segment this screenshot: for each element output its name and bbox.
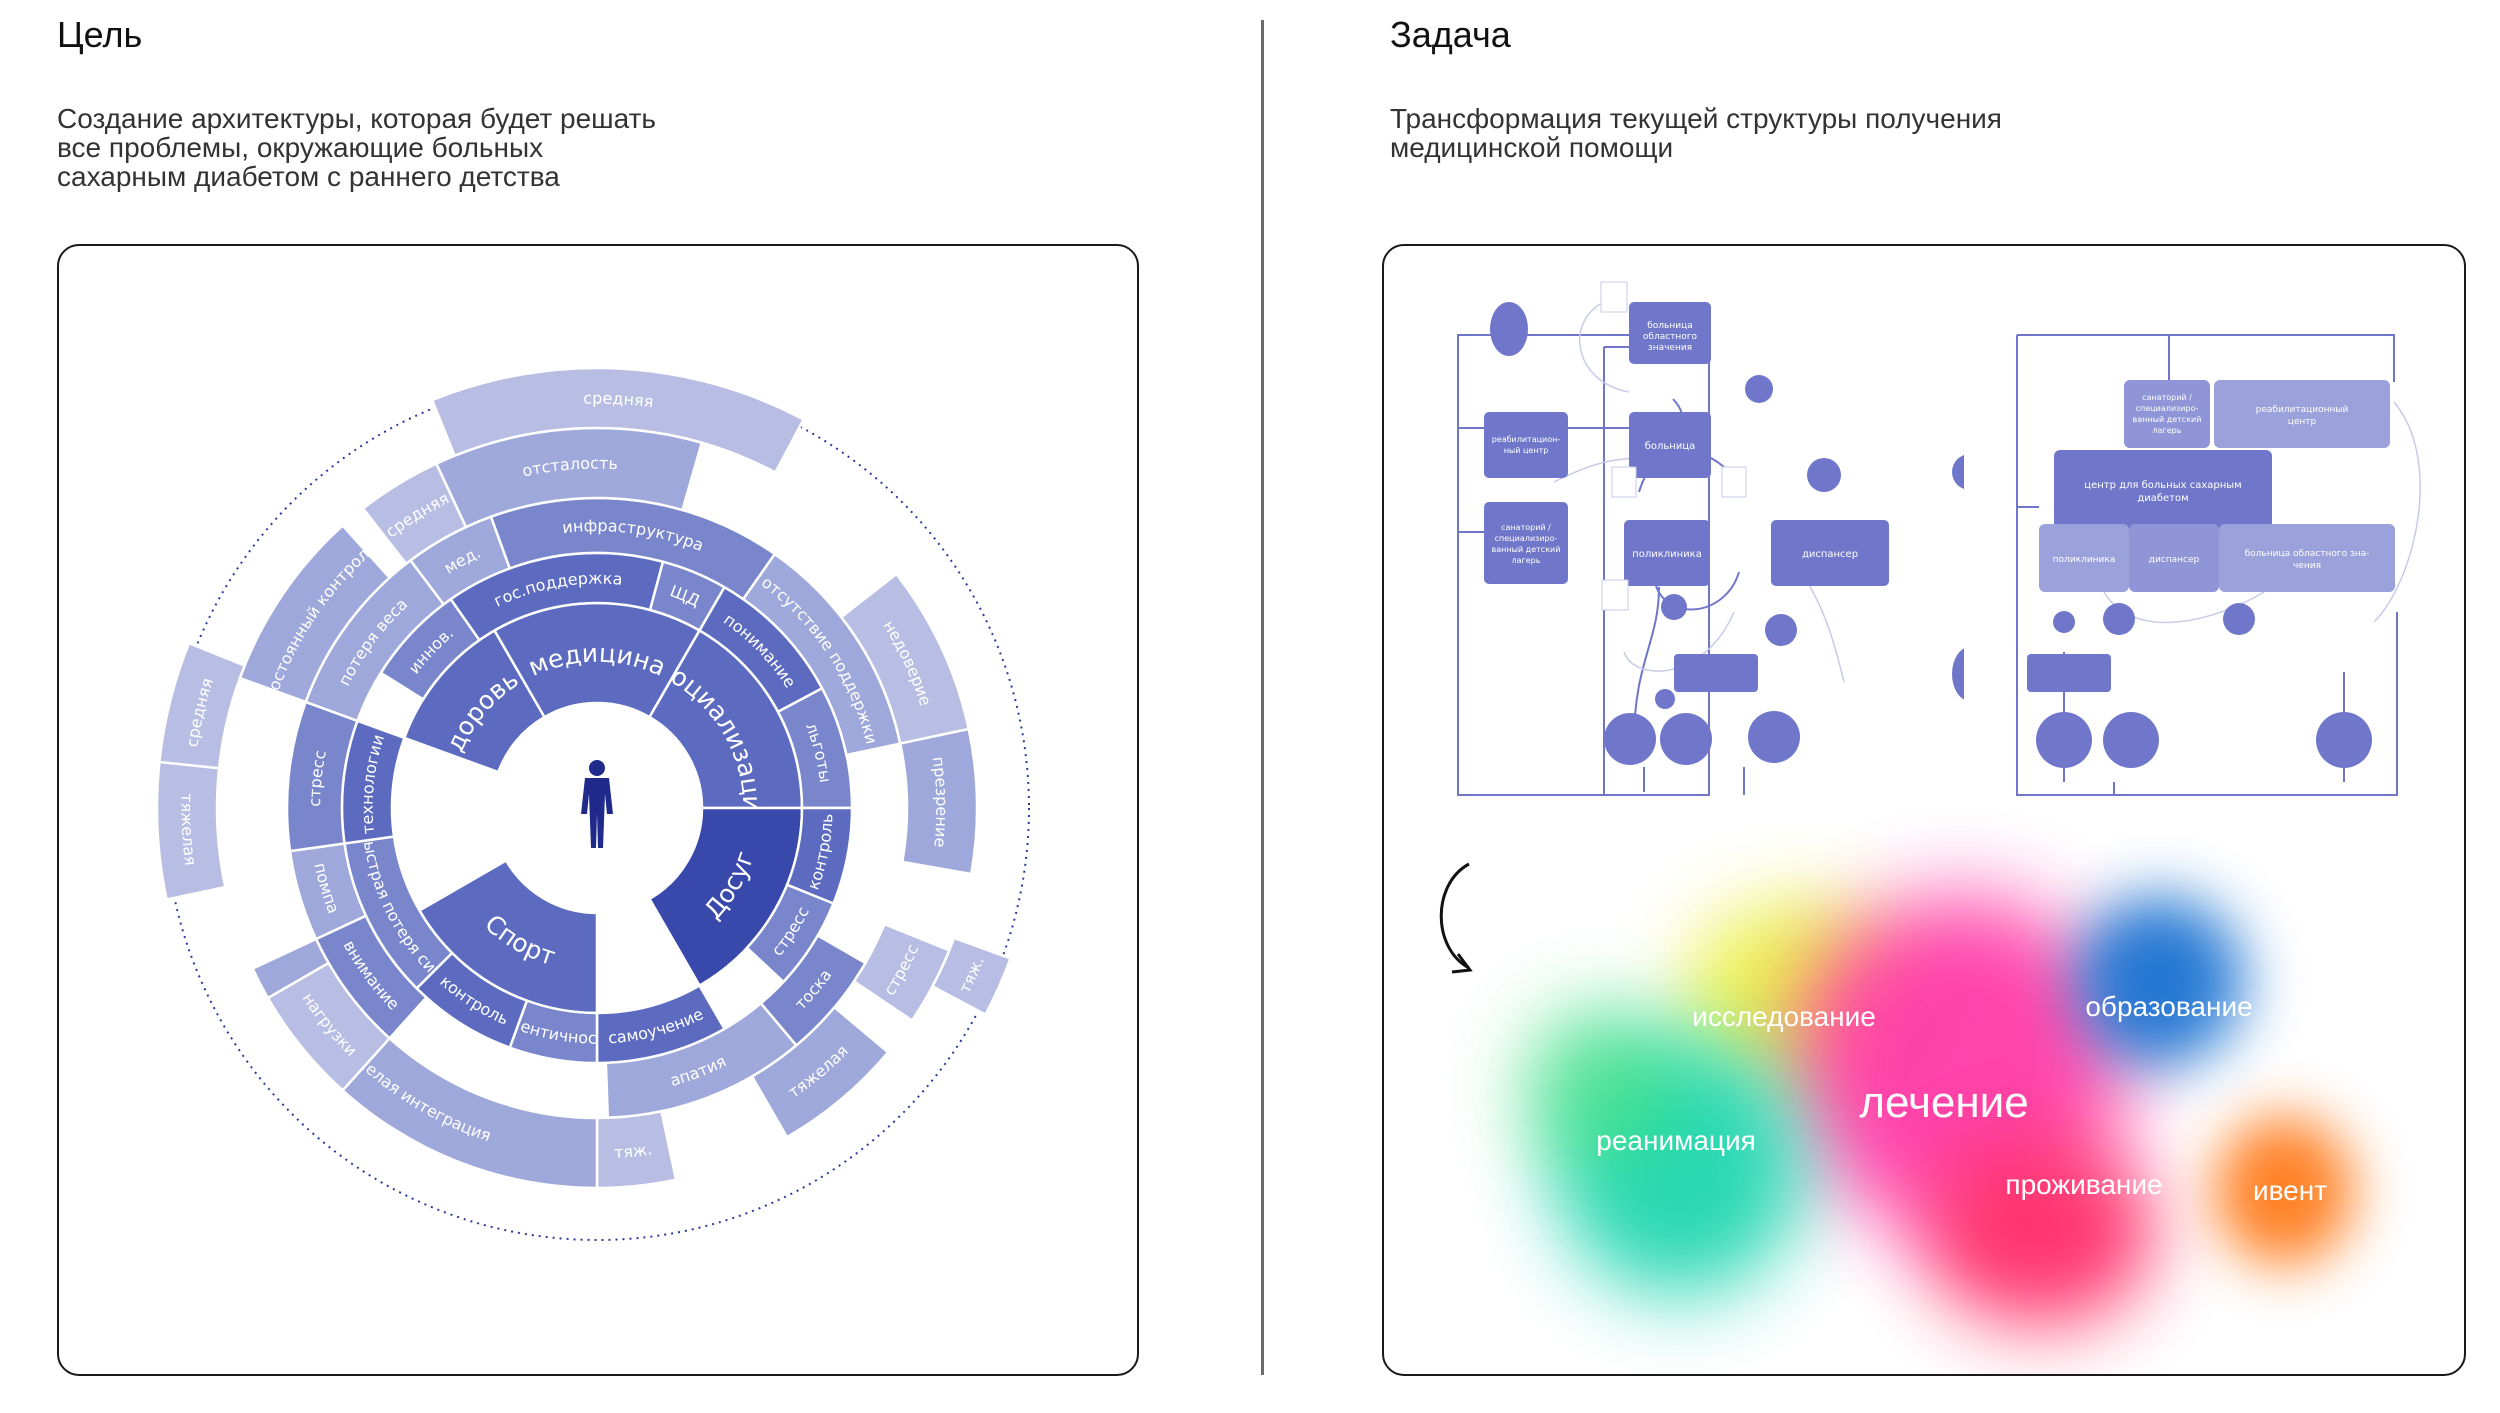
goal-title: Цель: [57, 14, 143, 55]
sunburst-segment-label: тяж.: [614, 1139, 654, 1162]
node-label: поликлиника: [2053, 555, 2116, 565]
flow-note: [1611, 466, 1637, 498]
sunburst-segment: [238, 523, 392, 704]
goal-description-line: сахарным диабетом с раннего детства: [57, 161, 560, 192]
flow-circle-node: [2103, 712, 2159, 768]
node-sanatorium: [1484, 502, 1568, 584]
blob-green-edge: [1524, 1006, 1674, 1166]
flow-circle-node: [2223, 603, 2255, 635]
node-rehab-center: [2214, 380, 2390, 448]
flow-note: [1600, 281, 1628, 313]
person-icon: [581, 760, 613, 848]
flow-small-box: [2027, 654, 2111, 692]
flow-circle-node: [1661, 594, 1687, 620]
node-dispensary: [2129, 524, 2219, 592]
sunburst-segment: [741, 552, 902, 757]
sunburst-segment: [898, 727, 979, 876]
blob-event: [2214, 1116, 2354, 1266]
flow-line: [1579, 301, 1630, 393]
flow-circle-node: [1765, 614, 1797, 646]
goal-description-line: Создание архитектуры, которая будет реша…: [57, 103, 657, 134]
sunburst-segment-label: средняя: [583, 389, 655, 412]
node-label: диспансер: [2149, 555, 2200, 565]
flow-circle-node: [1952, 648, 1964, 700]
services-cloud: исследование образование лечение реанима…: [1384, 806, 2464, 1374]
flow-line: [2016, 335, 2398, 796]
flow-circle-node: [1490, 302, 1528, 356]
node-label: реабилитацион-ный центр: [1492, 435, 1561, 455]
node-rehab-center: [1484, 412, 1568, 478]
task-description: Трансформация текущей структуры получени…: [1390, 104, 2090, 162]
flow-circle-node: [2053, 611, 2075, 633]
flow-note: [1601, 579, 1629, 611]
node-polyclinic: [2039, 524, 2129, 592]
sunburst-segment: [745, 883, 836, 984]
node-label: больница областного зна-чения: [2245, 549, 2370, 571]
flow-line: [1623, 611, 1735, 672]
goal-description-line: все проблемы, окружающие больных: [57, 132, 544, 163]
node-diabetes-center: [2054, 450, 2272, 530]
node-label: поликлиника: [1632, 549, 1702, 560]
sunburst-segment: [430, 366, 806, 475]
column-divider: [1261, 20, 1264, 1375]
flow-note: [1721, 466, 1747, 498]
flow-circle-node: [1604, 713, 1656, 765]
flow-circle-node: [2036, 712, 2092, 768]
node-label: больница: [1645, 441, 1696, 452]
sunburst-segment-label: тяжелая: [177, 793, 200, 866]
blob-living: [1924, 1136, 2154, 1326]
goal-description: Создание архитектуры, которая будет реша…: [57, 104, 757, 191]
cloud-label-treatment: лечение: [1859, 1078, 2029, 1127]
blob-education: [2074, 896, 2244, 1066]
node-polyclinic: [1624, 520, 1710, 586]
node-regional-hospital: [1629, 302, 1711, 364]
sunburst-segment: [750, 1005, 890, 1139]
cloud-label-education: образование: [2085, 991, 2253, 1022]
task-description-line: Трансформация текущей структуры получени…: [1390, 103, 2002, 134]
sunburst-panel: ЗдоровьемедицинаСоциализацияДосугСпортин…: [57, 244, 1139, 1376]
sunburst-segment: [266, 961, 392, 1093]
node-hospital: [1629, 412, 1711, 478]
node-dispensary: [1771, 520, 1889, 586]
flow-circle-node: [1748, 711, 1800, 763]
flow-line: [1457, 334, 1710, 796]
node-sanatorium: [2124, 380, 2210, 448]
sunburst-segment: [155, 760, 227, 901]
flow-circle-node: [1655, 689, 1675, 709]
sunburst-segment-label: презрение: [929, 755, 952, 848]
flow-line: [2017, 334, 2395, 382]
flow-circle-node: [2103, 603, 2135, 635]
sunburst-diagram: ЗдоровьемедицинаСоциализацияДосугСпортин…: [59, 246, 1030, 1241]
cloud-label-resuscitation: реанимация: [1596, 1125, 1756, 1156]
task-description-line: медицинской помощи: [1390, 132, 1674, 163]
cloud-label-research: исследование: [1692, 1001, 1876, 1032]
sunburst-segment: [930, 936, 1013, 1017]
cloud-label-living: проживание: [2005, 1169, 2163, 1200]
curved-arrow-icon: [1439, 862, 1473, 974]
cloud-label-event: ивент: [2252, 1175, 2328, 1206]
sunburst-segment: [157, 641, 247, 777]
outer-dotted-ring: [164, 375, 1030, 1241]
flow-circle-node: [1952, 455, 1964, 489]
task-title: Задача: [1390, 14, 1511, 55]
flow-circle-node: [2316, 712, 2372, 768]
node-regional-hospital: [2219, 524, 2395, 592]
flow-circle-node: [1660, 713, 1712, 765]
flow-line: [2373, 401, 2421, 623]
node-label: диспансер: [1802, 549, 1858, 560]
flow-circle-node: [1745, 375, 1773, 403]
flow-circle-node: [1807, 458, 1841, 492]
flow-small-box: [1674, 654, 1758, 692]
flow-line: [1653, 571, 1740, 611]
